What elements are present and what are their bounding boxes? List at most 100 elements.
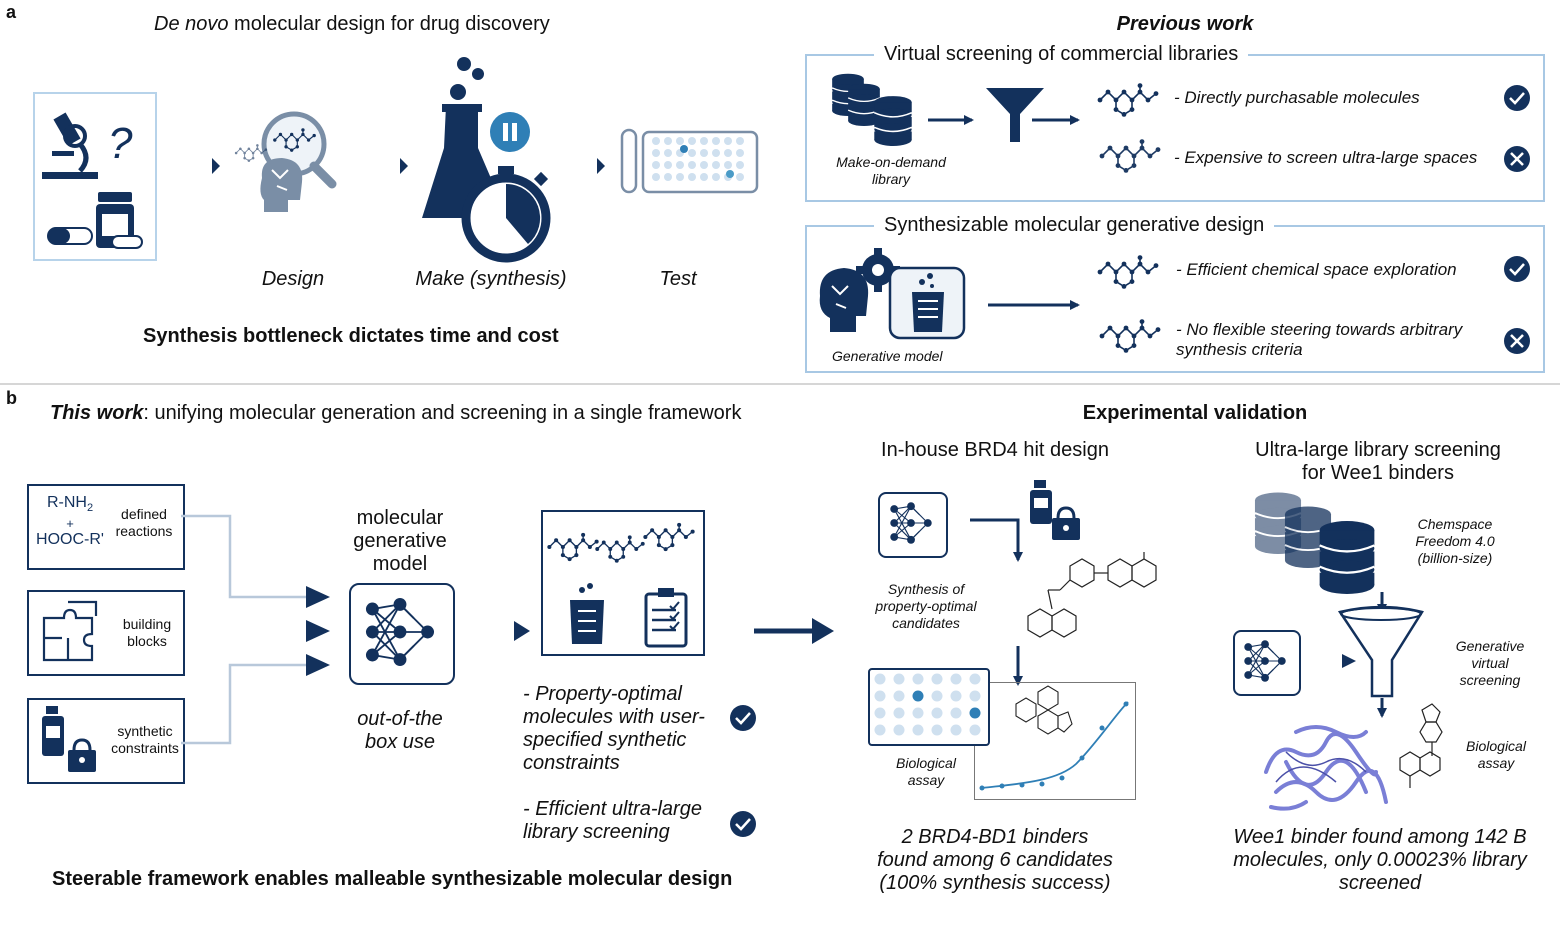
panel-divider (0, 383, 1560, 385)
previous-work-heading: Previous work (1116, 13, 1254, 35)
plate-well (712, 161, 720, 169)
title-rest: molecular design for drug discovery (228, 13, 550, 35)
gen-pro: - Efficient chemical space exploration (1176, 260, 1457, 279)
puzzle-icon (42, 600, 98, 662)
test-plate-icon (874, 673, 981, 736)
plate-well (931, 724, 943, 736)
plate-well (893, 690, 905, 702)
gvs-l3: screening (1459, 672, 1521, 688)
reactions-label-l2: reactions (115, 523, 173, 539)
plate-well (664, 173, 672, 181)
plate-well (652, 137, 660, 145)
output-box (541, 510, 705, 656)
brd4-assay-label: Biological assay (874, 755, 978, 789)
plate-well (676, 137, 684, 145)
building-blocks-box (27, 590, 185, 676)
brd4-result: 2 BRD4-BD1 binders found among 6 candida… (850, 826, 1140, 895)
protein-icon (1264, 725, 1388, 811)
gen-con-line2: synthesis criteria (1176, 340, 1303, 359)
plate-well (652, 161, 660, 169)
wee1-title-l2: for Wee1 binders (1302, 462, 1454, 484)
check-icon (730, 705, 756, 731)
benefit1: - Property-optimal molecules with user- … (523, 683, 705, 775)
vs-con: - Expensive to screen ultra-large spaces (1174, 148, 1478, 167)
synth-l2: property-optimal (875, 598, 977, 614)
brd4-result-l3: (100% synthesis success) (879, 872, 1111, 894)
design-icon (234, 111, 337, 212)
microscope-icon: ? (42, 112, 133, 179)
assay-chart (979, 685, 1129, 791)
library-label: Make-on-demand library (836, 154, 946, 187)
wee1-assay-l1: Biological (1466, 738, 1526, 754)
plate-well (664, 161, 672, 169)
plate-well (969, 690, 981, 702)
plate-well (931, 690, 943, 702)
plate-well (724, 161, 732, 169)
panel-a-title: De novo molecular design for drug discov… (154, 13, 550, 36)
step-design-label: Design (261, 268, 325, 290)
head-icon (260, 158, 303, 212)
plate-well (736, 149, 744, 157)
plate-well (652, 149, 660, 157)
wee1-compound-structure (1399, 703, 1443, 788)
problem-box (33, 92, 157, 261)
vial-lock-icon (42, 706, 96, 772)
wee1-result-l3: screened (1338, 872, 1422, 894)
plate-well (874, 690, 886, 702)
constraints-box (27, 698, 185, 784)
check-icon (730, 811, 756, 837)
synth-l1: Synthesis of (887, 581, 965, 597)
plate-well (931, 707, 943, 719)
model-label-l2: generative (353, 530, 447, 552)
reaction-formula: R-NH2 + HOOC-R' (30, 493, 110, 550)
generative-model-icon (819, 248, 966, 340)
plate-well (950, 673, 962, 685)
gvs-label: Generative virtual screening (1440, 638, 1540, 689)
wee1-assay-l2: assay (1477, 755, 1515, 771)
plate-well (724, 149, 732, 157)
title-italic: De novo (154, 13, 229, 35)
constraints-label-l2: constraints (111, 740, 179, 756)
blocks-label-l2: blocks (127, 633, 167, 649)
plate-well (664, 149, 672, 157)
gvs-l1: Generative (1455, 638, 1525, 654)
formula-acid: HOOC-R' (36, 531, 104, 549)
wee1-assay-label: Biological assay (1446, 738, 1546, 772)
plate-well (724, 137, 732, 145)
formula-plus: + (66, 516, 74, 532)
constraints-label-l1: synthetic (117, 723, 173, 739)
head-icon (819, 268, 869, 332)
plate-well (874, 673, 886, 685)
plate-well (912, 690, 924, 702)
plate-well (688, 149, 696, 157)
plate-well (969, 673, 981, 685)
brd4-result-l2: found among 6 candidates (877, 849, 1113, 871)
plate-well (912, 707, 924, 719)
plate-well (688, 137, 696, 145)
model-label-l3: model (372, 553, 428, 575)
plate-well (874, 707, 886, 719)
synth-l3: candidates (892, 615, 960, 631)
step-test-label: Test (659, 268, 697, 290)
model-box (349, 583, 455, 685)
check-icon (1504, 256, 1530, 282)
oob-l2: box use (364, 731, 436, 753)
vs-pro: - Directly purchasable molecules (1174, 88, 1420, 107)
plate-well (969, 707, 981, 719)
cross-icon (1504, 146, 1530, 172)
this-work-label: This work (50, 402, 144, 424)
wee1-title-l1: Ultra-large library screening (1255, 439, 1501, 461)
assay-plate (868, 668, 990, 746)
plate-well (893, 673, 905, 685)
chemspace-l1: Chemspace (1417, 516, 1493, 532)
chemspace-l3: (billion-size) (1417, 550, 1493, 566)
